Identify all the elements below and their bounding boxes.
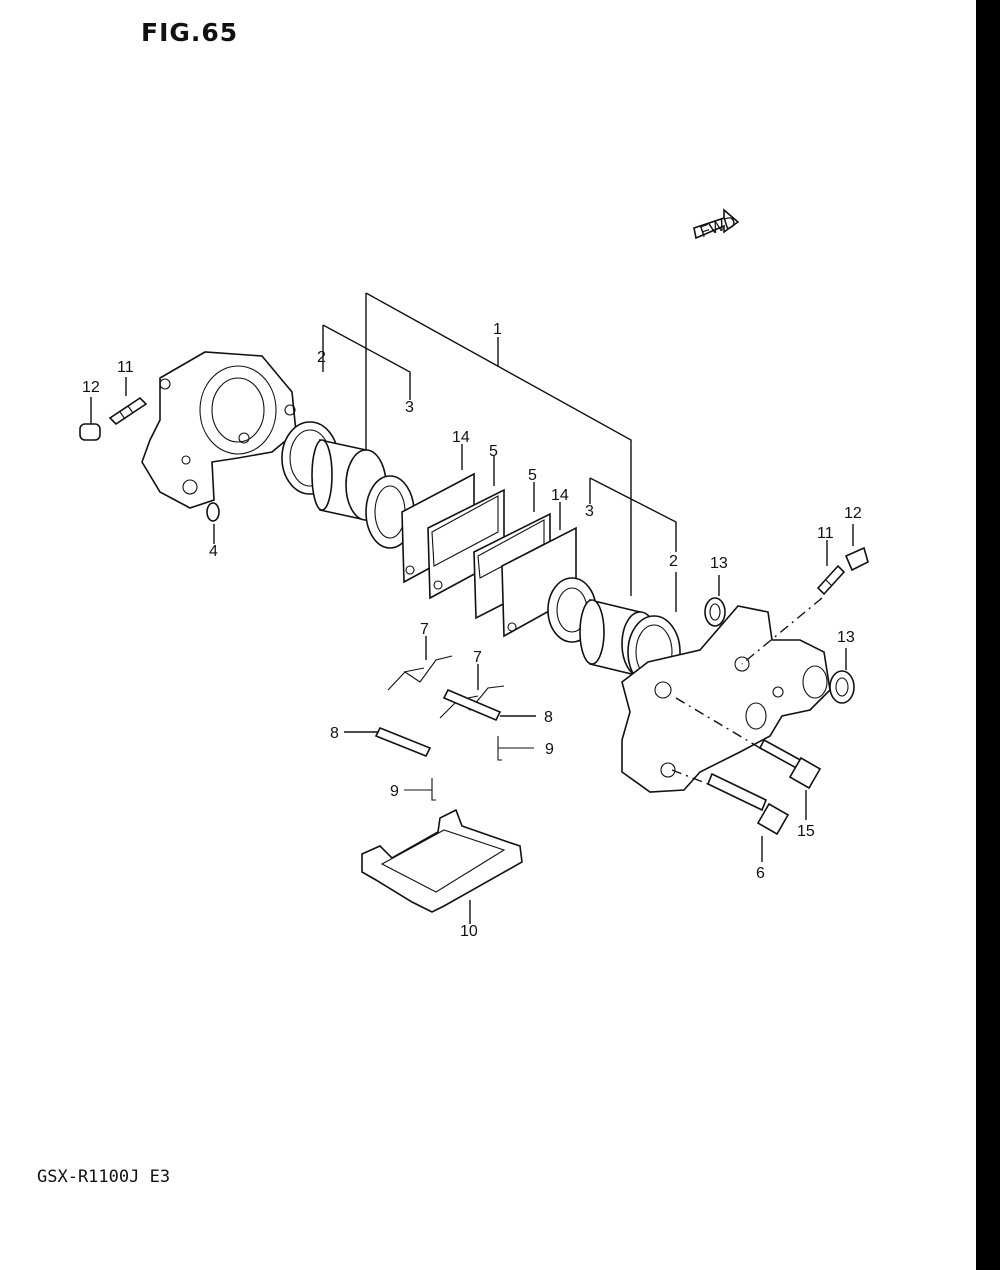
pad-pin-8a — [344, 726, 432, 758]
washer-4 — [206, 502, 220, 544]
callout-13-lower: 13 — [837, 629, 855, 646]
callout-2-left: 2 — [317, 349, 326, 366]
callout-1: 1 — [493, 321, 502, 338]
callout-12-right: 12 — [844, 505, 862, 522]
bleeder-valve-left — [108, 377, 148, 426]
callout-10: 10 — [460, 923, 478, 940]
svg-text:FWD: FWD — [698, 214, 738, 241]
pad-pin-8b — [442, 688, 536, 722]
callout-4: 4 — [209, 543, 218, 560]
callout-5-right: 5 — [528, 467, 537, 484]
callout-7-upper: 7 — [420, 621, 429, 638]
callout-13-upper: 13 — [710, 555, 728, 572]
bleeder-cap-left — [79, 397, 101, 441]
bleeder-cap-right — [844, 524, 869, 572]
bolt-6 — [671, 769, 790, 862]
washer-13-lower — [829, 648, 855, 704]
callout-2-right: 2 — [669, 553, 678, 570]
clip-9b — [404, 778, 436, 801]
callout-6: 6 — [756, 865, 765, 882]
callout-9-right: 9 — [545, 741, 554, 758]
callout-12-left: 12 — [82, 379, 100, 396]
bolt-15 — [675, 697, 822, 820]
callout-14-left: 14 — [452, 429, 470, 446]
figure-title: FIG.65 — [141, 18, 239, 47]
callout-5-left: 5 — [489, 443, 498, 460]
scan-edge — [976, 0, 1000, 1270]
fwd-arrow-icon: FWD — [693, 208, 740, 241]
callout-11-right: 11 — [817, 525, 834, 542]
pad-cover-10 — [361, 808, 523, 924]
callout-14-right: 14 — [551, 487, 569, 504]
left-caliper-body — [141, 351, 297, 509]
callout-8-right: 8 — [544, 709, 553, 726]
callout-7-lower: 7 — [473, 649, 482, 666]
right-caliper-body — [621, 605, 831, 793]
callout-9-left: 9 — [390, 783, 399, 800]
callout-11-left: 11 — [117, 359, 134, 376]
model-code: GSX-R1100J E3 — [37, 1167, 171, 1187]
callout-3-right: 3 — [585, 503, 594, 520]
callout-8-left: 8 — [330, 725, 339, 742]
callout-3-left: 3 — [405, 399, 414, 416]
washer-13-upper — [704, 575, 726, 627]
pad-spring-7a — [387, 636, 453, 691]
clip-9a — [497, 736, 534, 761]
callout-15: 15 — [797, 823, 815, 840]
bleeder-valve-right — [816, 540, 846, 596]
